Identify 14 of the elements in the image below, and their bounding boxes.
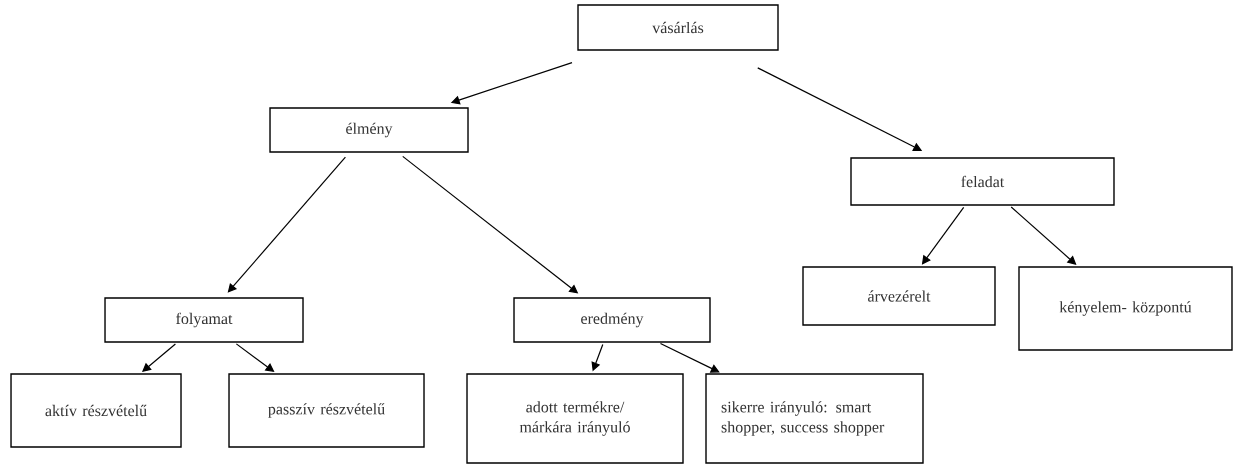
arrow [227, 156, 346, 293]
text-box: adott termékre/ márkára irányuló [466, 373, 684, 464]
arrow [659, 342, 720, 373]
text-box: kényelem- központú [1018, 266, 1233, 351]
text-box: sikerre irányuló: smart shopper, success shopper [705, 373, 924, 464]
text-box: árvezérelt [802, 266, 996, 326]
text-box: vásárlás [577, 4, 779, 51]
text-box: passzív részvételű [228, 373, 425, 448]
text-box: élmény [269, 107, 469, 153]
text-box: eredmény [513, 297, 711, 343]
text-box: aktív részvételű [10, 373, 182, 448]
arrow [1010, 206, 1077, 265]
text-box: feladat [850, 157, 1115, 206]
text-box: folyamat [104, 297, 304, 343]
